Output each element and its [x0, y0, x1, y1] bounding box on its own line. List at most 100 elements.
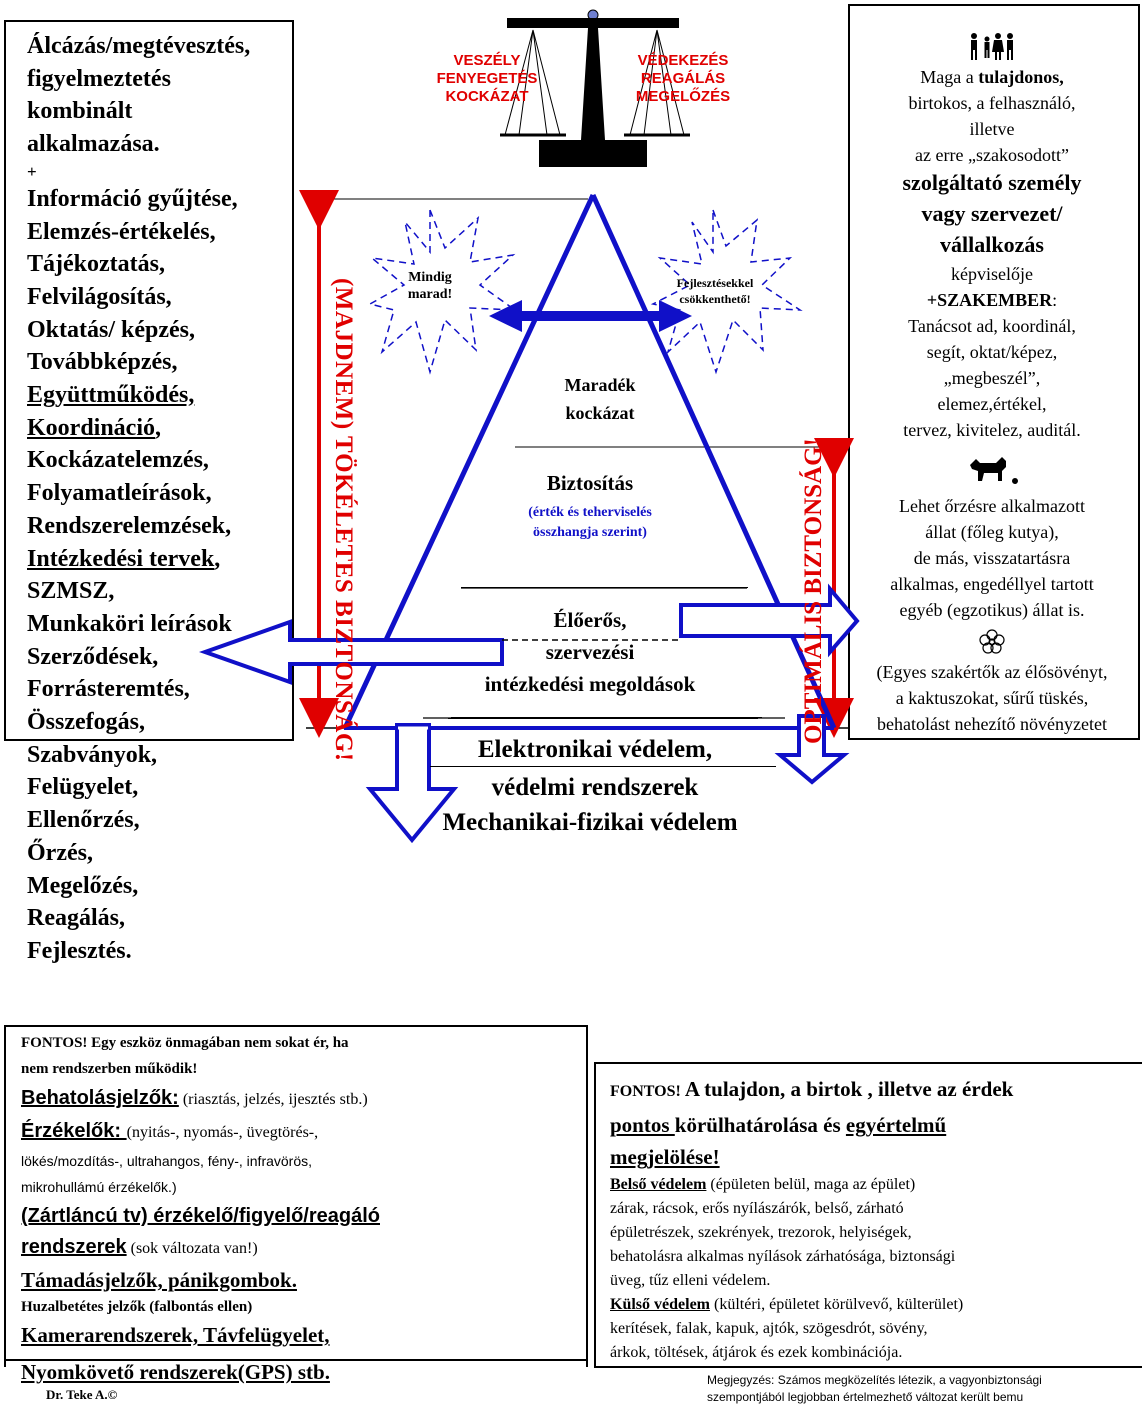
left-list-item: Szabványok, — [27, 741, 158, 768]
residual-risk: Maradék kockázat — [530, 371, 670, 427]
scale-left-line-1: VESZÉLY — [453, 52, 521, 69]
layer-line-elo — [461, 587, 748, 588]
outer-note: (kültéri, épületet körülvevő, külterület… — [710, 1296, 964, 1313]
living-force: Élőerős, szervezési intézkedési megoldás… — [440, 604, 740, 700]
double-arrow-icon — [489, 300, 692, 332]
star-right-text: Fejlesztésekkel csökkenthető! — [665, 275, 765, 307]
insurance-note-line-1: (érték és teherviselés — [528, 505, 652, 520]
residual-line-1: Maradék — [564, 375, 636, 395]
right-hollow-arrow-icon — [679, 583, 860, 658]
footnote-line-1: Megjegyzés: Számos megközelítés létezik,… — [707, 1373, 1042, 1387]
panic-line: Támadásjelzők, pánikgombok. — [21, 1268, 297, 1292]
fontos-line-1: FONTOS! Egy eszköz önmagában nem sokat é… — [21, 1035, 349, 1051]
left-list-item: Oktatás/ képzés, — [27, 316, 195, 343]
living-force-line-3: intézkedési megoldások — [484, 672, 696, 696]
scale-right-label: VÉDEKEZÉS REAGÁLÁS MEGELŐZÉS — [608, 52, 758, 106]
right-panel-line: az erre „szakosodott” — [915, 145, 1069, 165]
bottom-left-content: FONTOS! Egy eszköz önmagában nem sokat é… — [4, 1030, 588, 1388]
cctv-line-1: (Zártláncú tv) érzékelő/figyelő/reagáló — [21, 1205, 380, 1227]
right-panel-line: illetve — [969, 119, 1015, 139]
line2-a: pontos — [610, 1113, 675, 1137]
family-icon — [850, 32, 1138, 64]
inner-label: Belső védelem — [610, 1176, 707, 1193]
line-elektro-mech-real — [430, 766, 776, 767]
left-list-item: Információ gyűjtése, — [27, 185, 238, 212]
line3: megjelölése! — [610, 1145, 720, 1169]
down-arrow-left-icon — [365, 723, 459, 844]
star-right-icon — [650, 209, 803, 375]
star-left-line-2: marad! — [407, 287, 453, 302]
insurance-note-line-2: összhangja szerint) — [533, 525, 647, 540]
left-list-item: alkalmazása. — [27, 131, 160, 158]
fontos-main: A tulajdon, a birtok , illetve az érdek — [680, 1077, 1014, 1101]
right-panel-line: segít, oktat/képez, — [926, 342, 1058, 362]
cctv-line-2: rendszerek — [21, 1236, 127, 1258]
author: Dr. Teke A.© — [46, 1387, 118, 1402]
left-list-item: Tájékoztatás, — [27, 251, 165, 278]
electronic-layer: Elektronikai védelem, védelmi rendszerek — [420, 731, 770, 807]
inner-note: (épületen belül, maga az épület) — [706, 1176, 916, 1193]
left-list-item: Koordináció, — [27, 414, 162, 441]
scale-left-label: VESZÉLY FENYEGETÉS KOCKÁZAT — [412, 52, 562, 106]
fontos-line-2: nem rendszerben működik! — [21, 1061, 198, 1077]
flower-icon — [850, 627, 1138, 659]
left-list-item: SZMSZ, — [27, 578, 115, 605]
animal_text-line: alkalmas, engedéllyel tartott — [890, 574, 1094, 594]
right-panel-line: elemez,értékel, — [937, 394, 1047, 414]
animal_text-line: egyéb (egzotikus) állat is. — [899, 600, 1085, 620]
left-list-item: Elemzés-értékelés, — [27, 218, 216, 245]
left-list-item: Együttműködés, — [27, 382, 195, 409]
left-list-item: Forrásteremtés, — [27, 676, 190, 703]
mechanical-layer: Mechanikai-fizikai védelem — [442, 809, 738, 836]
left-list-item: Összefogás, — [27, 709, 145, 736]
left-list-item: Továbbképzés, — [27, 349, 178, 376]
living-force-line-1: Élőerős, — [553, 608, 627, 632]
intrusion-note: (riasztás, jelzés, ijesztés stb.) — [178, 1091, 368, 1108]
line-elo-elektro — [448, 718, 758, 719]
right-panel-lines: Maga a tulajdonos,birtokos, a felhasznál… — [850, 64, 1138, 443]
down-arrow-right-icon — [774, 714, 850, 785]
sensors-line-1: lökés/mozdítás-, ultrahangos, fény-, inf… — [21, 1153, 313, 1169]
left-list-item: Megelőzés, — [27, 872, 139, 899]
fontos-prefix: FONTOS! — [610, 1083, 681, 1100]
left-list-item: Őrzés, — [27, 839, 93, 866]
left-list-item: Munkaköri leírások — [27, 610, 232, 637]
right-panel: Maga a tulajdonos,birtokos, a felhasznál… — [850, 32, 1138, 738]
outer-line-2: árkok, töltések, átjárok és ezek kombiná… — [610, 1344, 903, 1361]
footnote-line-2: szempontjából legjobban értelmezhető vál… — [707, 1390, 1024, 1404]
right-vertical-label: OPTIMÁLIS BIZTONSÁG! — [800, 438, 827, 744]
electronic-line-2: védelmi rendszerek — [491, 774, 699, 801]
inner-line-1: zárak, rácsok, erős nyílászárók, belső, … — [610, 1200, 904, 1217]
star-right-line-2: csökkenthető! — [679, 292, 751, 306]
outer-label: Külső védelem — [610, 1296, 710, 1313]
left-list-item: Szerződések, — [27, 643, 159, 670]
line-elo-elektro-real — [451, 717, 762, 718]
left-list-item: Fejlesztés. — [27, 937, 132, 964]
right-panel-line: vállalkozás — [940, 232, 1044, 257]
footnote: Megjegyzés: Számos megközelítés létezik,… — [707, 1372, 1142, 1406]
inner-line-2: épületrészek, szekrények, trezorok, hely… — [610, 1224, 912, 1241]
cctv-note: (sok változata van!) — [126, 1240, 258, 1257]
bottom-left-box — [4, 1025, 588, 1367]
scale-left-line-3: KOCKÁZAT — [445, 88, 529, 105]
insurance-title: Biztosítás — [546, 471, 634, 495]
left-list-item: Ellenőrzés, — [27, 807, 140, 834]
outer-line-1: kerítések, falak, kapuk, ajtók, szögesdr… — [610, 1320, 928, 1337]
residual-line-2: kockázat — [565, 403, 635, 423]
left-list-item: Felvilágosítás, — [27, 283, 172, 310]
star-left-icon — [367, 209, 518, 375]
bottom-right-box — [594, 1062, 1142, 1368]
left-list-item: Intézkedési tervek, — [27, 545, 221, 572]
balance-scale-icon — [500, 9, 690, 167]
animal_text-line: Lehet őrzésre alkalmazott — [899, 496, 1085, 516]
electronic-line-1: Elektronikai védelem, — [477, 736, 713, 763]
plant_text-line: a kaktuszokat, sűrű tüskés, — [895, 688, 1089, 708]
star-right-line-1: Fejlesztésekkel — [676, 276, 754, 290]
line2-b: körülhatárolása és — [674, 1113, 846, 1137]
scale-right-line-1: VÉDEKEZÉS — [637, 52, 729, 69]
left-list-item: Kockázatelemzés, — [27, 447, 209, 474]
left-hollow-arrow-icon — [198, 619, 504, 685]
right-panel-line: képviselője — [951, 264, 1033, 284]
